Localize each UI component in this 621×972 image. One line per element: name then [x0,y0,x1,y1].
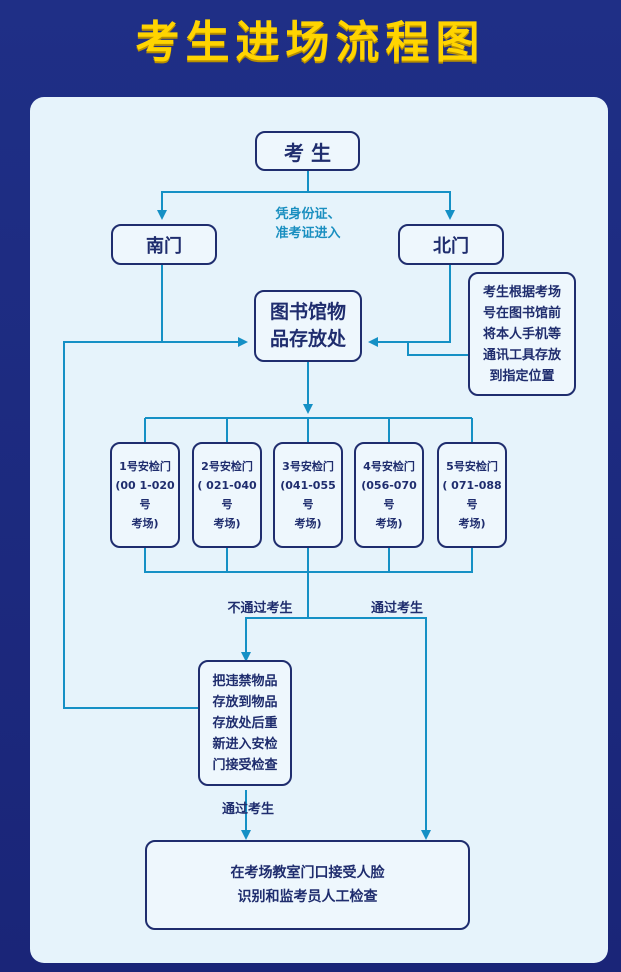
gate-1-node: 1号安检门 (00 1-020号 考场) [110,442,180,548]
south-gate-node: 南门 [111,224,217,265]
gate-4-node: 4号安检门 (056-070号 考场) [354,442,424,548]
gate-2-node: 2号安检门 ( 021-040号 考场) [192,442,262,548]
north-gate-node: 北门 [398,224,504,265]
gate-3-node: 3号安检门 (041-055号 考场) [273,442,343,548]
library-storage-node: 图书馆物 品存放处 [254,290,362,362]
pass-label-2: 通过考生 [221,802,274,817]
examinee-node: 考 生 [255,131,360,171]
north-note-node: 考生根据考场 号在图书馆前 将本人手机等 通讯工具存放 到指定位置 [468,272,576,396]
recheck-node: 把违禁物品 存放到物品 存放处后重 新进入安检 门接受检查 [198,660,292,786]
fail-label: 不通过考生 [227,601,293,616]
gate-5-node: 5号安检门 ( 071-088号 考场) [437,442,507,548]
pass-label: 通过考生 [370,601,423,616]
final-check-node: 在考场教室门口接受人脸 识别和监考员人工检查 [145,840,470,930]
page-title: 考生进场流程图 [135,17,486,68]
id-entry-label: 凭身份证、 准考证进入 [275,207,341,241]
